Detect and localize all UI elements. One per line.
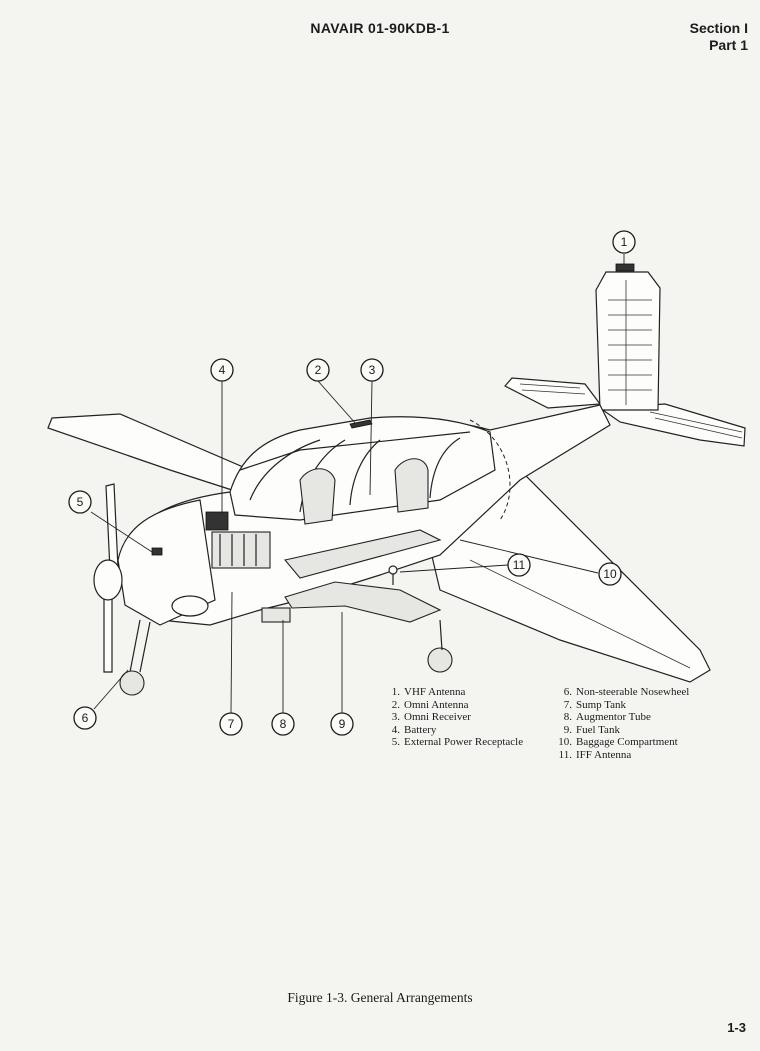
battery-box [205,511,229,531]
left-stabilizer [504,377,602,409]
legend-item: 11.IFF Antenna [558,748,632,761]
svg-text:3: 3 [369,363,376,377]
legend-item: 6.Non-steerable Nosewheel [563,686,690,698]
fuel-tank [284,581,442,623]
callout-2: 2 [306,358,330,382]
nose-gear [119,619,151,696]
legend-item: 8.Augmentor Tube [563,711,651,724]
left-wing [47,413,252,491]
svg-text:9: 9 [339,717,346,731]
main-gear [427,619,453,673]
callout-4: 4 [210,358,234,382]
callout-3: 3 [360,358,384,382]
svg-text:8: 8 [280,717,287,731]
vhf-antenna [615,263,635,272]
figure-caption: Figure 1-3. General Arrangements [287,990,473,1005]
legend-item: 9.Fuel Tank [563,723,620,736]
front-seat [299,468,336,525]
leader-lines [90,254,625,714]
cowl-intake [171,595,209,617]
callout-7: 7 [219,712,243,736]
callout-10: 10 [598,562,622,586]
propeller [93,483,123,673]
svg-text:6: 6 [82,711,89,725]
svg-text:5: 5 [77,495,84,509]
legend-item: 1.VHF Antenna [391,686,466,698]
vertical-tail [595,271,661,411]
equipment-rack [211,531,271,569]
callout-6: 6 [73,706,97,730]
section-number: Section I [689,20,748,36]
page-number: 1-3 [727,1020,746,1035]
section-label: Section I Part 1 [690,20,748,54]
callout-5: 5 [68,490,92,514]
callout-11: 11 [507,553,531,577]
legend-item: 3.Omni Receiver [391,711,471,724]
augmentor-tube [261,607,291,623]
rear-seat [394,458,429,513]
sump-tank-area [283,529,442,579]
callout-1: 1 [612,230,636,254]
canopy [229,416,496,521]
legend-item: 10.Baggage Compartment [558,736,678,749]
document-id: NAVAIR 01-90KDB-1 [310,20,450,36]
baggage-outline [469,419,511,521]
svg-text:2: 2 [315,363,322,377]
svg-text:4: 4 [219,363,226,377]
right-stabilizer [598,403,746,447]
callout-9: 9 [330,712,354,736]
svg-text:1: 1 [621,235,628,249]
svg-text:7: 7 [228,717,235,731]
legend-item: 2.Omni Antenna [391,698,469,711]
iff-antenna [388,565,398,585]
omni-antenna [349,419,373,429]
svg-text:11: 11 [513,558,526,572]
legend-item: 7.Sump Tank [563,698,627,711]
part-number: Part 1 [709,37,748,53]
legend-right: 6.Non-steerable Nosewheel 7.Sump Tank 8.… [556,686,689,762]
right-wing [429,469,711,683]
callout-8: 8 [271,712,295,736]
legend-left: 1.VHF Antenna 2.Omni Antenna 3.Omni Rece… [386,686,523,749]
svg-text:10: 10 [603,567,617,581]
power-receptacle [151,547,163,556]
legend-item: 5.External Power Receptacle [391,736,524,749]
legend-item: 4.Battery [391,723,437,736]
